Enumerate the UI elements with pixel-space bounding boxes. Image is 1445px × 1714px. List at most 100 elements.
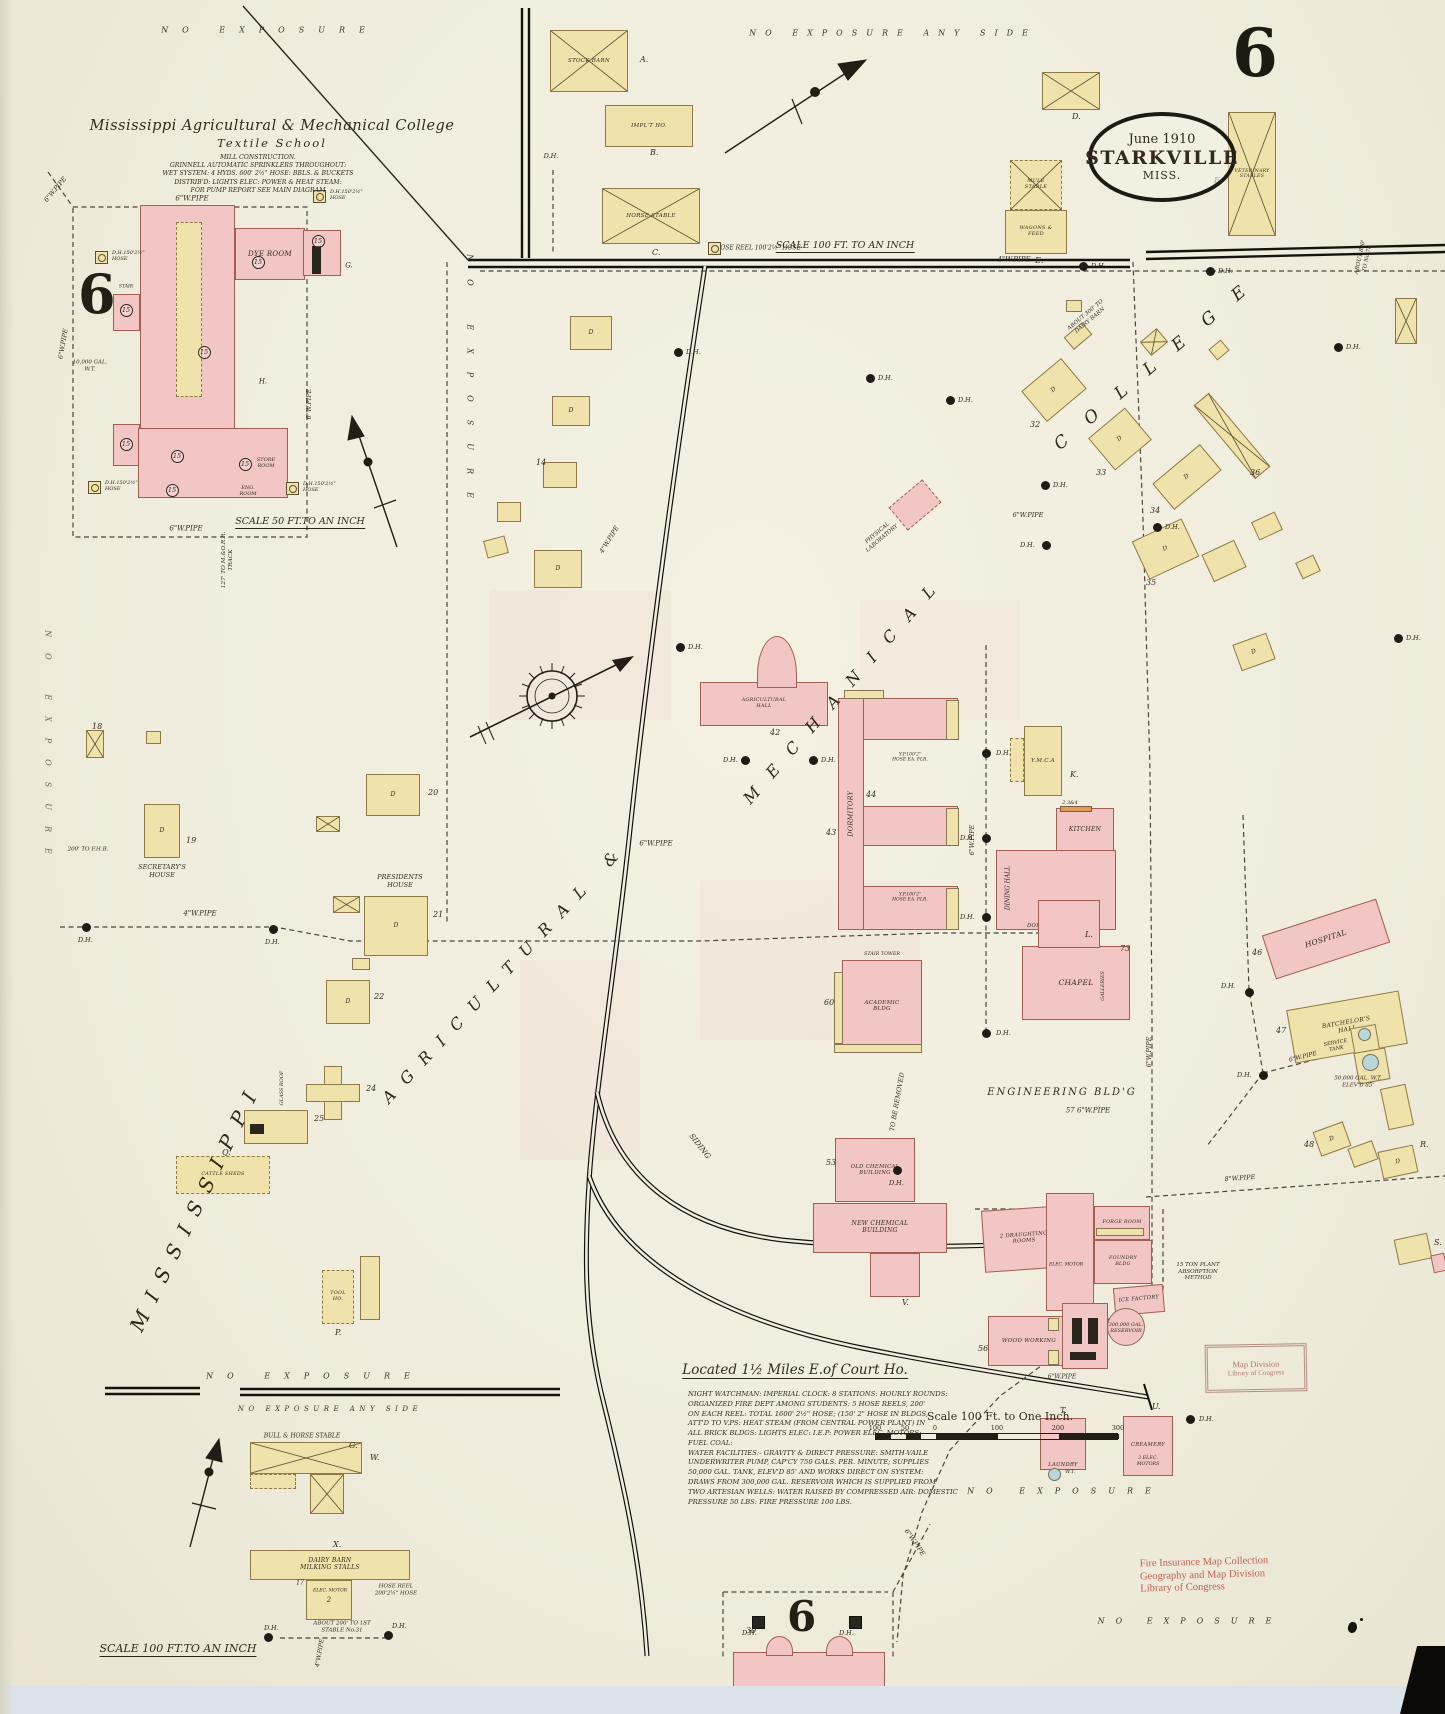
hydrant-label: D.H. (264, 1624, 279, 1632)
circled-number: 15 (170, 449, 184, 463)
building-label: D (555, 564, 561, 572)
cross-roof-icon (311, 1475, 343, 1513)
map-detail (1362, 1054, 1379, 1071)
hydrant-label: D.H. (839, 1629, 854, 1637)
map-label: PRESIDENTS HOUSE (377, 873, 423, 889)
building-kitchen: KITCHEN (1056, 808, 1114, 852)
reference-tag: Q. (222, 1148, 231, 1157)
hose-box-icon (313, 190, 326, 203)
building-chapel: CHAPEL (1022, 946, 1130, 1020)
map-detail (1066, 300, 1082, 312)
map-label: ELEC. MOTOR (312, 1588, 348, 1594)
building-dwelling (1379, 1083, 1415, 1131)
building-label: D (1328, 1133, 1336, 1143)
building-label: VETERINARY STABLES (1234, 168, 1270, 179)
hydrant-dot (740, 755, 750, 765)
building-physical-laboratory (888, 479, 942, 531)
building-label: IMPL'T HO. (631, 122, 667, 129)
building-shed (316, 816, 340, 832)
railroad-tracks (583, 265, 1153, 1657)
map-label: 127' TO M.&O.R.R. TRACK (220, 531, 234, 589)
inset-scale-label: SCALE 50 FT.TO AN INCH (235, 516, 365, 529)
building-dwelling: D (552, 396, 590, 426)
hydrant-box-icon (849, 1616, 862, 1629)
hydrant-label: D.H. (878, 374, 893, 382)
no-exposure-label: NO EXPOSURE ANY SIDE (749, 28, 1037, 38)
building-label: WOOD WORKING (1001, 1337, 1057, 1344)
hose-box-icon (95, 251, 108, 264)
reference-tag: 42 (770, 728, 781, 737)
building-label: D (568, 406, 574, 414)
scalebar-tick: 300 (1111, 1424, 1125, 1432)
building-shed (1250, 511, 1284, 541)
located-line: ORGANIZED FIRE DEPT AMONG STUDENTS: 5 HO… (688, 1399, 926, 1408)
hydrant-label: D.H. (686, 348, 701, 356)
reference-tag: G. (349, 1441, 358, 1450)
building-implement-house: IMPL'T HO. (605, 105, 693, 147)
reference-tag: P. (335, 1328, 342, 1337)
map-label: G. (345, 261, 353, 270)
located-line: NIGHT WATCHMAN: IMPERIAL CLOCK: 8 STATIO… (688, 1390, 948, 1398)
reference-tag: 73 (1120, 944, 1131, 953)
hydrant-label: D.H. (78, 936, 93, 944)
hydrant-label: D.H. (392, 1622, 407, 1630)
map-detail (1088, 1318, 1098, 1344)
circled-number: 15 (165, 483, 179, 497)
building-dwelling (86, 730, 104, 758)
map-label: D.H. (543, 152, 559, 161)
scalebar-tick: 0 (932, 1424, 938, 1432)
inset-note-line: DISTRIB'D: LIGHTS ELEC: POWER & HEAT STE… (174, 178, 342, 186)
hydrant-dot (865, 373, 875, 383)
no-exposure-label: NO EXPOSURE (206, 1371, 424, 1381)
inset-note-line: FOR PUMP REPORT SEE MAIN DIAGRAM (190, 186, 326, 194)
building-label: TOOL HO. (330, 1291, 346, 1302)
map-label: ABOUT 800' TO No.78 (1353, 239, 1373, 275)
map-label: GLASS ROOF (278, 1070, 285, 1106)
map-label: 6"W.PIPE (305, 388, 314, 420)
hydrant-dot (808, 755, 818, 765)
hydrant-dot (263, 1632, 273, 1642)
ink-blot (1360, 1618, 1363, 1621)
no-exposure-label: NO EXPOSURE (1097, 1616, 1283, 1626)
building-greenhouse (306, 1084, 360, 1102)
reference-tag: 35 (1146, 578, 1157, 587)
building-shed (146, 731, 161, 744)
scalebar-tick: 200 (1051, 1424, 1065, 1432)
inset-notes: MILL CONSTRUCTION.GRINNELL AUTOMATIC SPR… (163, 154, 354, 195)
building-label: DORMITORY (846, 790, 855, 838)
located-line: 50,000 GAL. TANK, ELEV'D 85' AND WORKS D… (688, 1468, 924, 1477)
building-label: FORGE ROOM (1102, 1220, 1142, 1226)
building-label: D (345, 997, 351, 1005)
building-label: D (393, 921, 399, 929)
building-dwelling: D (1232, 632, 1276, 672)
hydrant-dot (1244, 987, 1254, 997)
hose-box-icon (88, 481, 101, 494)
reference-tag: L. (1085, 930, 1093, 939)
hydrant-label: D.H. (1346, 343, 1361, 351)
map-division-stamp: Map Division Library of Congress (1204, 1343, 1308, 1393)
building-cattle-sheds: CATTLE SHEDS (176, 1156, 270, 1194)
hydrant-label: D.H. (996, 1029, 1011, 1037)
building-label: AGRICULTURAL HALL (741, 698, 787, 709)
building-label: CREAMERY (1130, 1442, 1166, 1449)
map-label: 6"W.PIPE (175, 194, 209, 203)
map-label: 6"W.PIPE (902, 1527, 927, 1558)
scalebar (875, 1433, 1119, 1440)
building-bull-and-horse-stable (250, 1442, 362, 1474)
building-label: WAGONS & FEED (1019, 225, 1053, 237)
building-label: 2 (326, 1595, 332, 1604)
map-detail (844, 690, 884, 699)
map-label: 8"W.PIPE (1224, 1172, 1256, 1184)
building-label: OLD CHEMICAL BUILDING (850, 1163, 900, 1176)
building-dwelling (1201, 539, 1247, 583)
building-label: DAIRY BARN MILKING STALLS (300, 1557, 360, 1571)
located-line: DRAWS FROM 300,000 GAL. RESERVOIR WHICH … (688, 1478, 936, 1487)
building-block-tower (766, 1636, 793, 1656)
map-label: ABOUT 200' TO 1ST STABLE No.31 (313, 1620, 371, 1633)
building-label: MULE STABLE (1024, 178, 1048, 190)
map-label: 17 (296, 1579, 304, 1587)
building-label: Y.M.C.A (1031, 757, 1055, 764)
hydrant-label: D.H. (1020, 541, 1035, 549)
map-label: 6"W.PIPE (639, 839, 673, 848)
map-label: 50,000 GAL. W.T. ELEV'D 85' (1334, 1075, 1382, 1088)
